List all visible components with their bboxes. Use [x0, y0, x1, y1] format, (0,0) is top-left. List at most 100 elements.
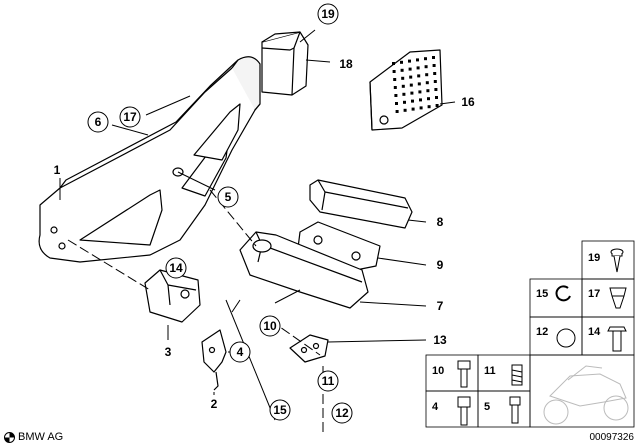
perforation-hole: [409, 75, 413, 79]
callout-19: 19: [317, 3, 339, 25]
perforation-hole: [433, 80, 437, 83]
svg-text:19: 19: [321, 7, 335, 21]
callout-4: 4: [229, 341, 251, 363]
small-plate: [201, 329, 227, 391]
perforation-hole: [434, 88, 438, 91]
rubber-block: [261, 31, 309, 96]
mount-bracket: [144, 269, 201, 323]
perforation-hole: [408, 67, 412, 71]
screw-19-icon: [610, 248, 624, 273]
spring-11-icon: [511, 364, 523, 386]
perforation-hole: [416, 66, 420, 70]
perforation-hole: [424, 57, 427, 61]
perforated-plate: [369, 49, 443, 131]
perforation-hole: [401, 76, 405, 80]
label-9: 9: [437, 258, 444, 272]
bmw-logo-icon: [4, 431, 15, 443]
svg-text:17: 17: [123, 110, 137, 124]
legend-14: 14: [588, 326, 601, 338]
perforation-hole: [392, 70, 396, 73]
legend-4: 4: [432, 401, 439, 413]
perforation-hole: [410, 91, 414, 95]
perforation-hole: [393, 78, 397, 81]
perforation-hole: [419, 106, 423, 110]
perforation-hole: [417, 82, 421, 86]
label-2: 2: [211, 397, 218, 411]
legend-12: 12: [536, 326, 548, 338]
perforation-hole: [411, 99, 414, 103]
callout-11: 11: [317, 370, 339, 392]
footpeg-pad: [309, 179, 413, 229]
legend-5: 5: [484, 401, 490, 413]
svg-text:5: 5: [225, 190, 232, 204]
perforation-hole: [392, 62, 395, 65]
callout-15: 15: [269, 399, 291, 421]
perforation-hole: [432, 64, 436, 67]
perforation-hole: [424, 65, 428, 69]
legend-10: 10: [432, 365, 444, 377]
small-parts-legend: [425, 240, 635, 428]
perforation-hole: [435, 104, 439, 107]
motorcycle-icon: [543, 365, 629, 425]
perforation-hole: [435, 96, 438, 99]
perforation-hole: [401, 84, 405, 88]
footrest-bracket: [38, 56, 261, 263]
perforation-hole: [408, 59, 411, 63]
label-1: 1: [54, 163, 61, 177]
brand-text: BMW AG: [18, 431, 64, 443]
svg-text:14: 14: [169, 261, 183, 275]
svg-text:10: 10: [263, 319, 277, 333]
perforation-hole: [409, 83, 413, 87]
legend-17: 17: [588, 288, 600, 300]
perforation-hole: [425, 81, 429, 85]
svg-text:6: 6: [95, 115, 102, 129]
bolt-5-icon: [509, 396, 521, 424]
perforation-hole: [419, 98, 422, 102]
label-3: 3: [165, 345, 172, 359]
diagram-code: 00097326: [589, 432, 635, 443]
perforation-hole: [395, 102, 398, 105]
perforation-hole: [400, 68, 404, 72]
perforation-hole: [433, 72, 437, 75]
perforation-hole: [418, 90, 422, 94]
perforation-hole: [417, 74, 421, 78]
label-8: 8: [437, 215, 444, 229]
callout-12: 12: [331, 402, 353, 424]
circlip-15-icon: [555, 285, 571, 302]
svg-text:4: 4: [237, 345, 244, 359]
legend-15: 15: [536, 288, 548, 300]
bolt-10-icon: [457, 360, 471, 388]
perforation-hole: [402, 92, 406, 96]
callout-5: 5: [217, 186, 239, 208]
perforation-hole: [411, 107, 415, 111]
legend-11: 11: [484, 365, 496, 377]
perforation-hole: [400, 60, 403, 64]
small-tab: [289, 334, 329, 363]
bolt-4-icon: [457, 396, 471, 426]
label-18: 18: [339, 57, 353, 71]
perforation-hole: [403, 100, 406, 104]
perforation-hole: [403, 108, 407, 112]
footpeg-body: [239, 231, 369, 309]
perforation-hole: [427, 97, 430, 101]
label-16: 16: [461, 95, 475, 109]
bolt-14-icon: [607, 326, 627, 352]
perforation-hole: [394, 94, 398, 97]
perforation-hole: [393, 86, 397, 89]
perforation-hole: [432, 56, 435, 59]
footer-brand: BMW AG: [4, 431, 63, 443]
callout-14: 14: [165, 257, 187, 279]
perforation-hole: [427, 105, 431, 109]
perforation-hole: [416, 58, 419, 62]
clip-17-icon: [609, 287, 627, 309]
perforation-hole: [426, 89, 430, 93]
svg-text:15: 15: [273, 403, 287, 417]
perforation-hole: [425, 73, 429, 77]
callout-10: 10: [259, 315, 281, 337]
label-13: 13: [433, 333, 447, 347]
cap-12-icon: [556, 328, 576, 348]
svg-text:11: 11: [322, 374, 335, 388]
callout-17: 17: [119, 106, 141, 128]
perforation-hole: [395, 110, 399, 113]
